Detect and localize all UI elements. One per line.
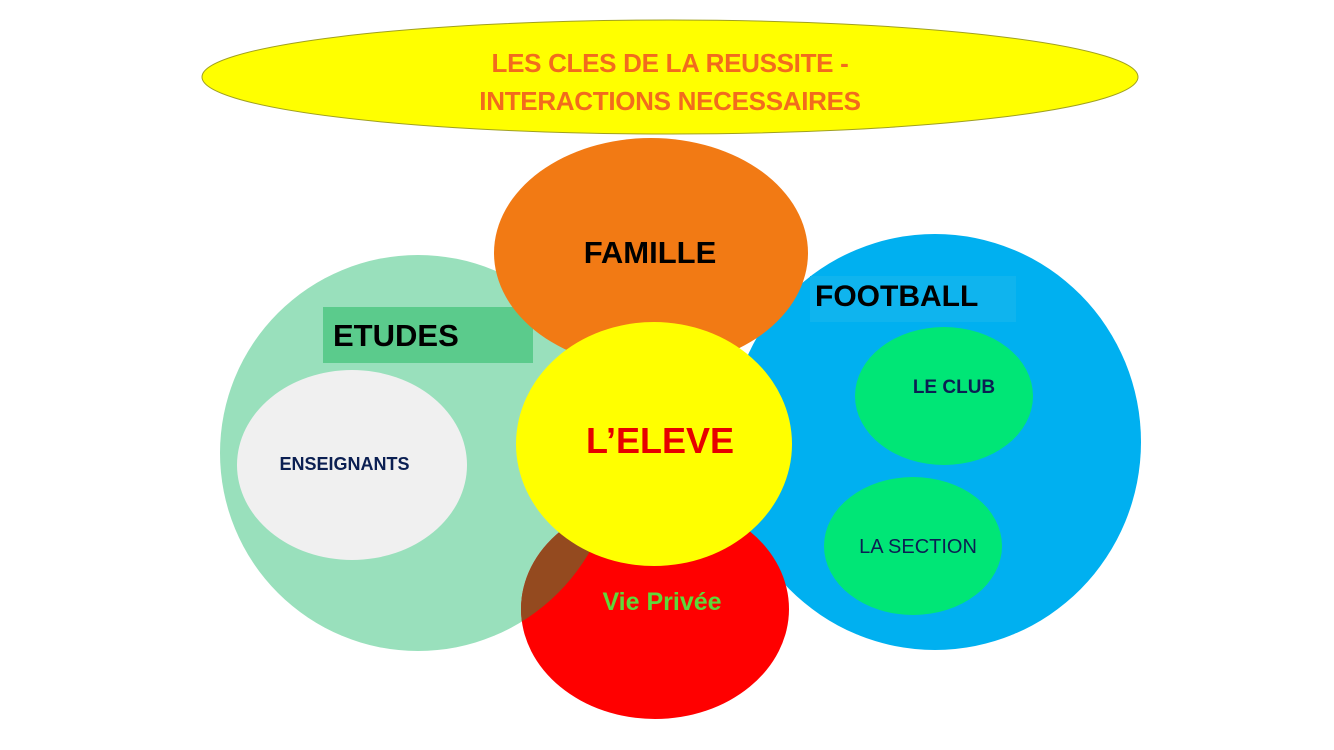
- football-label-box: [810, 276, 1016, 322]
- la-section-label: LA SECTION: [859, 536, 977, 558]
- eleve-circle: [516, 322, 792, 566]
- famille-circle: [494, 138, 808, 368]
- le-club-circle: [855, 327, 1033, 465]
- vie-privee-label: Vie Privée: [602, 588, 722, 616]
- enseignants-label: ENSEIGNANTS: [279, 454, 410, 474]
- title-line-1: LES CLES DE LA REUSSITE -: [491, 48, 849, 78]
- le-club-label: LE CLUB: [912, 377, 996, 398]
- etudes-label: ETUDES: [333, 318, 459, 353]
- enseignants-circle: [237, 370, 467, 560]
- eleve-label: L’ELEVE: [585, 420, 735, 461]
- football-label: FOOTBALL: [815, 280, 979, 313]
- diagram-title: LES CLES DE LA REUSSITE - INTERACTIONS N…: [330, 44, 1010, 120]
- la-section-circle: [824, 477, 1002, 615]
- famille-label: FAMILLE: [583, 235, 717, 270]
- vie-privee-overlap: [521, 499, 616, 651]
- title-line-2: INTERACTIONS NECESSAIRES: [479, 86, 861, 116]
- title-ellipse: [201, 19, 1139, 135]
- etudes-label-box: [323, 307, 533, 363]
